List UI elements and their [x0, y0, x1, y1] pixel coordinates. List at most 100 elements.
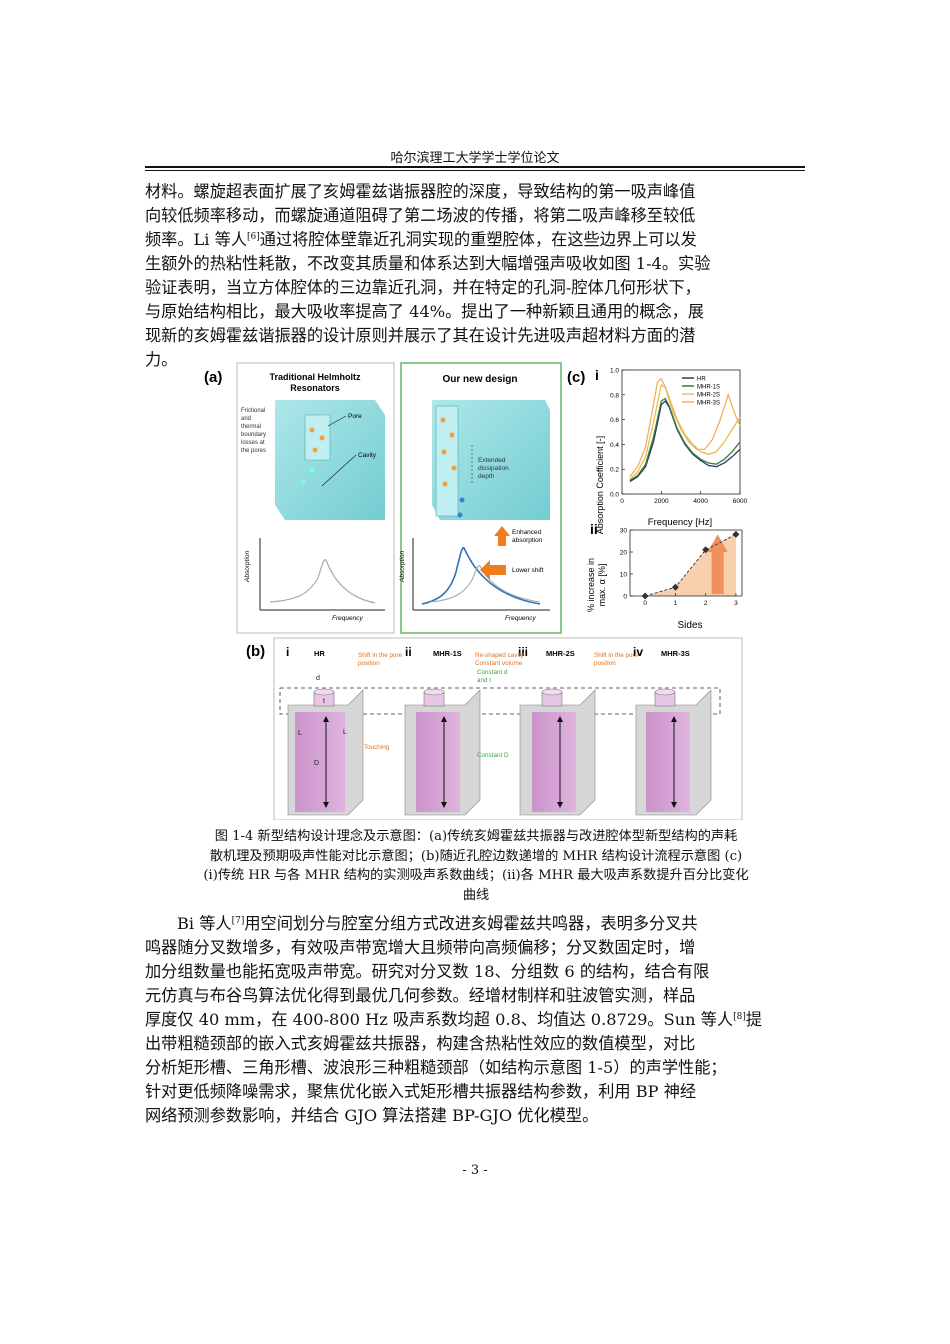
text-run: 提	[745, 1010, 763, 1029]
arrow-head	[671, 716, 677, 722]
panel-b-label: (b)	[246, 643, 265, 660]
text-line: 出带粗糙颈部的嵌入式亥姆霍兹共振器，构建含热粘性效应的数值模型，对比	[145, 1034, 696, 1053]
x-tick-label: 1	[674, 600, 678, 607]
shift-arrow-body	[490, 565, 506, 575]
text-line: 分析矩形槽、三角形槽、波浪形三种粗糙颈部（如结构示意图 1-5）的声学性能；	[145, 1058, 727, 1077]
note: position	[594, 660, 616, 667]
absorption-axis-label: Absorption	[399, 551, 406, 583]
cavity-label: Cavity	[358, 452, 377, 459]
particle	[459, 497, 465, 503]
x-tick-label: 0	[620, 498, 624, 505]
caption-line: 散机理及预期吸声性能对比示意图；(b)随近孔腔边数递增的 MHR 结构设计流程示…	[209, 848, 743, 864]
text-run: 用空间划分与腔室分组方式改进亥姆霍兹共鸣器，表明多分叉共	[244, 914, 698, 933]
caption-line: (i)传统 HR 与各 MHR 结构的实测吸声系数曲线；(ii)各 MHR 最大…	[203, 868, 749, 883]
new-design-curve	[421, 547, 541, 605]
traditional-title-2: Resonators	[290, 383, 340, 393]
page-number: - 3 -	[462, 1163, 488, 1178]
text-line: 材料。螺旋超表面扩展了亥姆霍兹谐振器腔的深度，导致结构的第一吸声峰值	[145, 182, 696, 201]
panel-c-label: (c)	[567, 369, 585, 386]
b-header-name: MHR-1S	[433, 649, 462, 658]
pointer-line	[327, 415, 347, 427]
header-rule-thick	[145, 166, 805, 168]
particle	[309, 427, 315, 433]
b-header-name: MHR-2S	[546, 649, 575, 658]
chart2-ylabel: % increase in	[586, 558, 596, 612]
note: and t	[477, 677, 491, 684]
particle	[440, 417, 446, 423]
b-header-name: HR	[314, 649, 325, 658]
frequency-axis-label: Frequency	[332, 615, 363, 622]
label-line: depth	[478, 473, 495, 480]
figure-1-4: (a) Traditional Helmholtz Resonators Fri…	[200, 360, 752, 821]
y-tick-label: 0.4	[610, 442, 619, 449]
text-run: 通过将腔体壁靠近孔洞实现的重塑腔体，在这些边界上可以发	[259, 230, 697, 249]
series-line-mhr-1s	[629, 397, 741, 481]
citation-ref: [7]	[231, 916, 245, 926]
inner-cavity	[416, 712, 460, 812]
label-line: boundary	[241, 432, 266, 438]
particle	[457, 512, 463, 518]
absorption-axis-label: Absorption	[244, 551, 251, 583]
frictional-label: Frictional and thermal boundary losses a…	[241, 408, 266, 454]
chart-ii-label: ii	[590, 521, 598, 537]
increase-line	[645, 533, 737, 597]
pore-label: Pore	[348, 413, 362, 420]
label-line: and	[241, 416, 251, 422]
particle	[309, 467, 315, 473]
note: Constant d	[477, 669, 508, 676]
paragraph-1: 材料。螺旋超表面扩展了亥姆霍兹谐振器腔的深度，导致结构的第一吸声峰值 向较低频率…	[145, 180, 807, 372]
extended-label: Extended dissipation depth	[478, 457, 509, 480]
old-curve	[429, 565, 541, 603]
data-point	[671, 583, 679, 591]
hr-pore	[304, 414, 331, 461]
note: position	[358, 660, 380, 667]
text-line: 鸣器随分叉数增多，有效吸声带宽增大且频带向高频偏移；分叉数固定时，增	[145, 938, 696, 957]
particle	[442, 481, 448, 487]
particle	[451, 465, 457, 471]
arrow-head	[323, 802, 329, 808]
paragraph-2: Bi 等人[7]用空间划分与腔室分组方式改进亥姆霍兹共鸣器，表明多分叉共 鸣器随…	[145, 912, 807, 1128]
legend-label: MHR-1S	[697, 385, 720, 391]
header-rule-thin	[145, 170, 805, 171]
note: Shift in the pore	[594, 652, 639, 659]
figure-svg: (a) Traditional Helmholtz Resonators Fri…	[204, 362, 748, 821]
data-point	[732, 530, 740, 538]
b-green-notes: Constant d and t Constant D	[477, 669, 509, 759]
x-tick-label: 2000	[654, 498, 669, 505]
text-line: Bi 等人[7]用空间划分与腔室分组方式改进亥姆霍兹共鸣器，表明多分叉共	[145, 912, 807, 936]
y-tick-label: 0	[623, 594, 627, 601]
text-line: 针对更低频降噪需求，聚焦优化嵌入式矩形槽共振器结构参数，利用 BP 神经	[145, 1082, 697, 1101]
constant-dt-box	[279, 687, 721, 715]
legend-label: MHR-3S	[697, 401, 720, 407]
figure-caption: 图 1-4 新型结构设计理念及示意图：(a)传统亥姆霍兹共振器与改进腔体型新型结…	[145, 827, 807, 905]
mhr-cavity-block	[432, 400, 550, 520]
inner-cavity	[646, 712, 690, 812]
note: Touching	[364, 744, 390, 751]
text-line: 生额外的热粘性耗散，不改变其质量和体系达到大幅增强声吸收如图 1-4。实验	[145, 254, 711, 273]
enhance-arrow-body	[498, 536, 506, 546]
dim-label: D	[314, 760, 319, 767]
particle	[312, 447, 318, 453]
arrow-head	[557, 802, 563, 808]
b-header-number: i	[286, 645, 289, 659]
chart1-frame	[621, 369, 741, 495]
chart1-xlabel: Frequency [Hz]	[648, 517, 712, 528]
inner-cavity	[295, 712, 345, 812]
y-tick-label: 0.0	[610, 492, 619, 499]
text-run: 频率。Li 等人	[145, 230, 248, 249]
text-line: 现新的亥姆霍兹谐振器的设计原则并展示了其在设计先进吸声超材料方面的潜	[145, 326, 696, 345]
enhanced-label: Enhanced	[512, 529, 542, 536]
b-orange-notes: Shift in the pore position Re-shaped cav…	[358, 652, 639, 751]
y-tick-label: 1.0	[610, 368, 619, 375]
caption-line: 图 1-4 新型结构设计理念及示意图：(a)传统亥姆霍兹共振器与改进腔体型新型结…	[214, 829, 738, 844]
series-line-mhr-2s	[629, 383, 741, 480]
traditional-title: Traditional Helmholtz	[269, 372, 361, 382]
dim-label: d	[316, 675, 320, 682]
y-tick-label: 0.2	[610, 467, 619, 474]
x-tick-label: 3	[734, 600, 738, 607]
text-line: 频率。Li 等人[6]通过将腔体壁靠近孔洞实现的重塑腔体，在这些边界上可以发	[145, 228, 807, 252]
b-header-number: iv	[633, 645, 643, 659]
dim-label: L	[343, 729, 347, 736]
citation-ref: [6]	[247, 232, 260, 242]
